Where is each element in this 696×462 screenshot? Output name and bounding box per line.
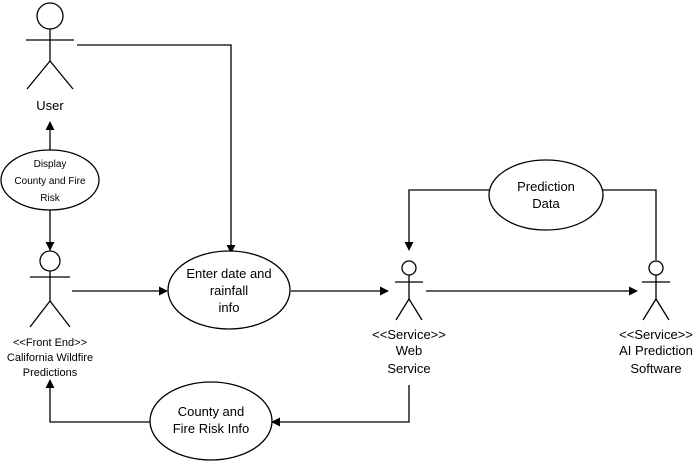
actor-ai[interactable]: <<Service>> AI Prediction Software [619, 260, 693, 376]
connectors [45, 44, 657, 427]
usecase-county-line1: County and [178, 404, 245, 419]
actor-frontend-name-line1: California Wildfire [7, 352, 93, 364]
connector-prediction-to-webservice [404, 189, 490, 251]
usecase-display-line2: County and Fire [14, 176, 86, 187]
usecase-enter-line3: info [219, 300, 240, 315]
usecase-prediction-line1: Prediction [517, 179, 575, 194]
connector-ai-to-prediction [603, 189, 657, 260]
actor-ai-stereotype: <<Service>> [619, 327, 693, 342]
actor-webservice-figure [395, 260, 423, 321]
usecase-county-line2: Fire Risk Info [173, 421, 250, 436]
usecase-display[interactable]: Display County and Fire Risk [0, 149, 100, 211]
actor-ai-name-line2: Software [630, 361, 681, 376]
usecase-display-line3: Risk [40, 193, 60, 204]
connector-user-to-enter [77, 44, 236, 254]
actor-frontend-stereotype: <<Front End>> [13, 337, 87, 349]
usecase-prediction-line2: Data [532, 196, 560, 211]
actor-frontend[interactable]: <<Front End>> California Wildfire Predic… [7, 250, 93, 379]
actor-ai-name-line1: AI Prediction [619, 343, 693, 358]
usecase-prediction[interactable]: Prediction Data [488, 159, 604, 231]
actor-frontend-figure [29, 250, 71, 328]
actor-webservice-name-line2: Service [387, 361, 430, 376]
actor-webservice[interactable]: <<Service>> Web Service [372, 260, 446, 376]
actor-webservice-name-line1: Web [396, 343, 423, 358]
actor-ai-figure [642, 260, 670, 321]
actor-frontend-name-line2: Predictions [23, 367, 78, 379]
usecase-enter[interactable]: Enter date and rainfall info [167, 250, 291, 330]
usecase-display-line1: Display [34, 159, 67, 170]
actor-user-label: User [36, 98, 64, 113]
actor-user-figure [26, 2, 74, 90]
actor-user[interactable]: User [26, 2, 74, 113]
usecase-county[interactable]: County and Fire Risk Info [149, 381, 273, 461]
usecase-enter-line2: rainfall [210, 283, 248, 298]
actor-webservice-stereotype: <<Service>> [372, 327, 446, 342]
usecase-enter-line1: Enter date and [186, 266, 271, 281]
connector-county-to-frontend [45, 379, 150, 423]
connector-webservice-to-county [271, 385, 410, 427]
